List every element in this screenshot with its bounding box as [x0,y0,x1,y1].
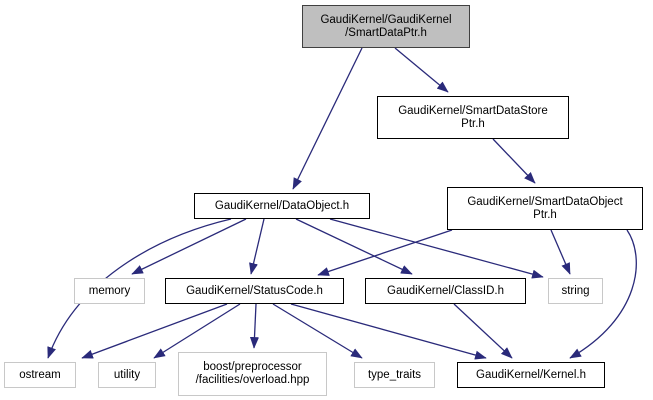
node-label-smartdataobjectptr: GaudiKernel/SmartDataObject Ptr.h [467,195,623,221]
node-smartdataptr[interactable]: GaudiKernel/GaudiKernel /SmartDataPtr.h [302,5,470,48]
edge-dataobject-to-string [329,218,544,279]
edge-statuscode-to-utility [153,303,241,359]
edge-dataobject-to-statuscode [249,218,265,275]
edge-dataobject-to-memory [131,218,247,275]
node-label-type_traits: type_traits [367,368,422,381]
edge-dataobject-to-ostream [47,218,232,359]
node-ostream[interactable]: ostream [4,362,76,388]
edge-dataobject-to-classid [295,218,413,275]
node-label-kernel: GaudiKernel/Kernel.h [476,368,586,381]
node-utility[interactable]: utility [98,362,156,388]
edge-smartdataptr-to-dataobject [292,47,363,190]
edge-classid-to-kernel [453,303,513,359]
node-kernel[interactable]: GaudiKernel/Kernel.h [457,362,605,388]
edge-smartdataobjectptr-to-statuscode [317,229,453,276]
node-smartdatastoreptr[interactable]: GaudiKernel/SmartDataStore Ptr.h [377,96,569,139]
node-type_traits[interactable]: type_traits [354,362,435,388]
node-statuscode[interactable]: GaudiKernel/StatusCode.h [165,278,344,304]
node-label-memory: memory [88,284,131,297]
edge-statuscode-to-ostream [81,303,228,359]
node-label-statuscode: GaudiKernel/StatusCode.h [186,284,323,297]
node-boost_overload[interactable]: boost/preprocessor /facilities/overload.… [178,352,327,396]
node-label-boost_overload: boost/preprocessor /facilities/overload.… [195,361,310,386]
edge-statuscode-to-boost_overload [249,303,260,349]
edge-statuscode-to-kernel [290,303,487,360]
node-label-utility: utility [113,368,141,381]
node-memory[interactable]: memory [74,278,145,304]
node-label-classid: GaudiKernel/ClassID.h [387,284,504,297]
edge-smartdataobjectptr-to-kernel [569,229,637,359]
node-label-ostream: ostream [19,368,61,381]
edge-smartdataptr-to-smartdatastoreptr [394,47,449,93]
node-string[interactable]: string [548,278,603,304]
edge-smartdataobjectptr-to-string [550,229,571,275]
node-label-smartdatastoreptr: GaudiKernel/SmartDataStore Ptr.h [398,104,548,130]
edge-group [47,47,637,360]
edge-smartdatastoreptr-to-smartdataobjectptr [492,138,536,184]
node-label-string: string [561,284,590,297]
node-label-dataobject: GaudiKernel/DataObject.h [214,199,350,212]
node-classid[interactable]: GaudiKernel/ClassID.h [365,278,526,304]
node-smartdataobjectptr[interactable]: GaudiKernel/SmartDataObject Ptr.h [447,187,643,230]
node-label-smartdataptr: GaudiKernel/GaudiKernel /SmartDataPtr.h [320,13,452,39]
node-dataobject[interactable]: GaudiKernel/DataObject.h [194,193,370,219]
edge-statuscode-to-type_traits [272,303,363,359]
